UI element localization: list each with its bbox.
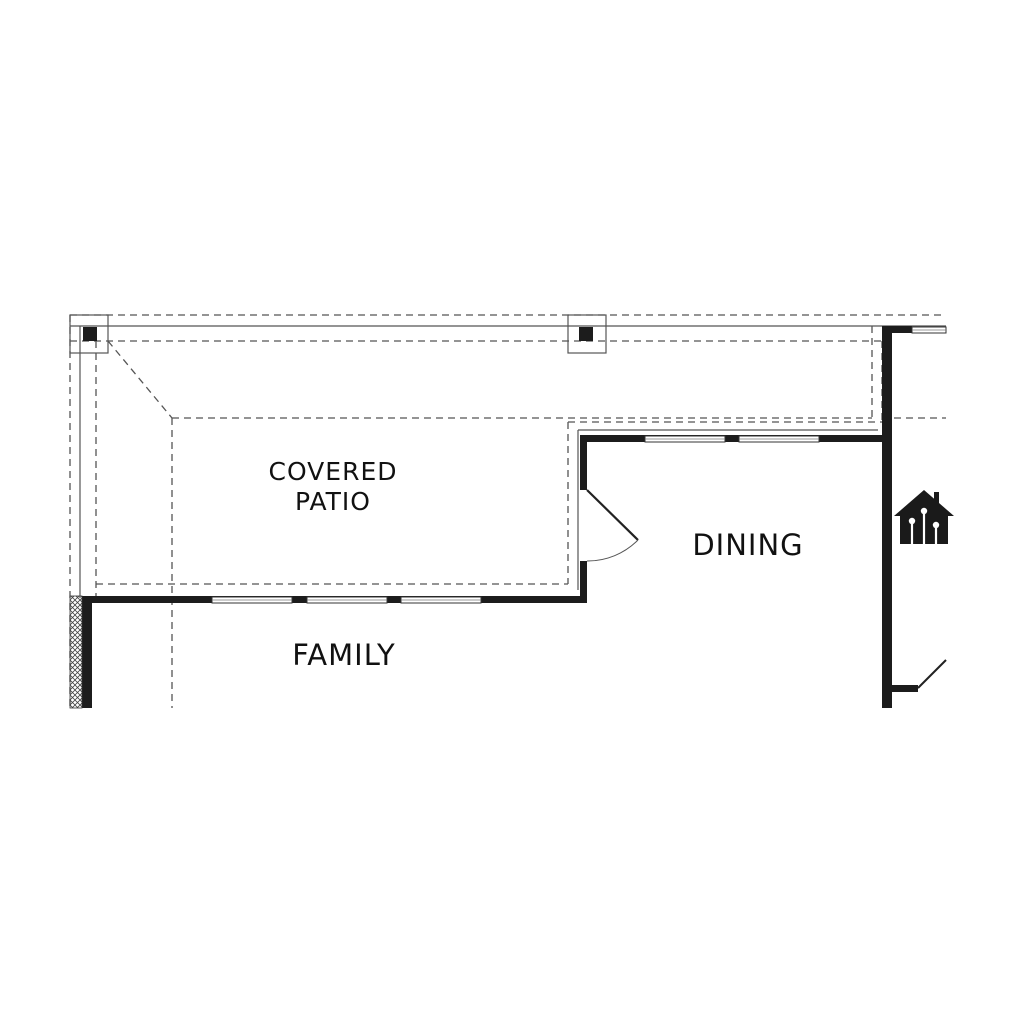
door-swing [586,489,947,689]
walls [69,326,918,709]
room-label-family: FAMILY [292,638,396,672]
room-label-covered-patio: COVERED PATIO [268,457,398,516]
smart-home-icon [894,490,954,546]
wall-right-bottom-stub [892,685,918,692]
post-middle [579,327,593,341]
patio-posts [69,314,607,354]
roof-outline [69,314,946,708]
wall-dining-left-upper [580,435,587,490]
wall-hatch [69,595,83,709]
wall-right [882,326,892,708]
post-left [83,327,97,341]
room-label-dining: DINING [692,528,804,562]
wall-right-top-stub [892,326,912,333]
wall-family-left [82,596,92,708]
windows [211,326,947,604]
wall-dining-top [580,435,888,442]
wall-dining-left-lower [580,561,587,603]
